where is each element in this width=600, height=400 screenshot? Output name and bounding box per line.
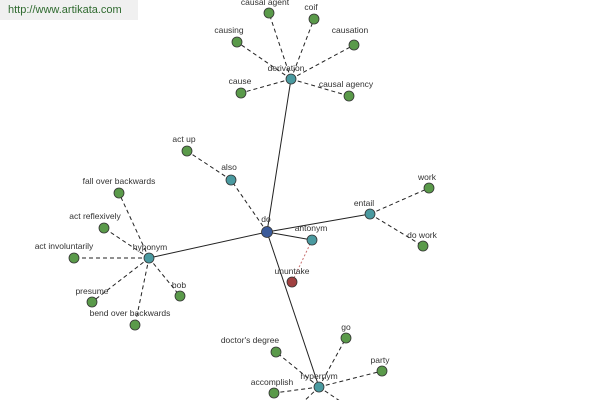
edge-also-act-up <box>186 150 232 181</box>
edge-hypernym-party <box>318 370 383 388</box>
edges <box>74 12 430 400</box>
edge-hyponym-act-reflexively <box>103 227 150 259</box>
edge-derivation-cause <box>240 78 292 94</box>
edge-derivation-causal-agent <box>268 12 292 80</box>
label-cause[interactable]: cause <box>229 76 252 86</box>
edge-do-entail <box>266 213 371 233</box>
node-also[interactable] <box>225 174 237 186</box>
label-bob[interactable]: bob <box>172 280 186 290</box>
node-do[interactable] <box>261 226 273 238</box>
node-hyponym[interactable] <box>143 252 155 264</box>
edge-derivation-causation <box>290 44 355 80</box>
edge-hypernym-hyp-extra2 <box>318 386 340 400</box>
label-party[interactable]: party <box>371 355 391 365</box>
edge-do-derivation <box>266 78 292 233</box>
label-go[interactable]: go <box>341 322 351 332</box>
node-causation[interactable] <box>348 39 360 51</box>
label-bend-over-backwards[interactable]: bend over backwards <box>90 308 171 318</box>
node-act-reflexively[interactable] <box>98 222 110 234</box>
edge-hyponym-fall-over-backwards <box>118 192 150 259</box>
edge-hypernym-doctors-degree <box>275 351 320 388</box>
nodes <box>68 7 435 399</box>
node-antonym[interactable] <box>306 234 318 246</box>
label-antonym[interactable]: antonym <box>295 223 328 233</box>
edge-derivation-causing <box>236 41 292 80</box>
node-causal-agent[interactable] <box>263 7 275 19</box>
node-hypernym[interactable] <box>313 381 325 393</box>
label-work[interactable]: work <box>417 172 437 182</box>
label-hypernym[interactable]: hypernym <box>300 371 337 381</box>
node-presume[interactable] <box>86 296 98 308</box>
node-causal-agency[interactable] <box>343 90 355 102</box>
label-act-involuntarily[interactable]: act involuntarily <box>35 241 94 251</box>
label-ununtake[interactable]: ununtake <box>275 266 310 276</box>
label-causal-agent[interactable]: causal agent <box>241 0 290 7</box>
label-hyponym[interactable]: hyponym <box>133 242 168 252</box>
watermark-url[interactable]: http://www.artikata.com <box>0 0 138 20</box>
edge-entail-work <box>369 187 430 215</box>
edge-hyponym-presume <box>91 257 150 303</box>
edge-hyponym-bend-over-backwards <box>134 257 150 326</box>
label-act-reflexively[interactable]: act reflexively <box>69 211 121 221</box>
label-coif[interactable]: coif <box>304 2 318 12</box>
label-also[interactable]: also <box>221 162 237 172</box>
node-do-work[interactable] <box>417 240 429 252</box>
labels: do derivation also entail hyponym antonym unun… <box>35 0 438 387</box>
label-derivation[interactable]: derivation <box>268 63 305 73</box>
node-party[interactable] <box>376 365 388 377</box>
node-fall-over-backwards[interactable] <box>113 187 125 199</box>
label-causation[interactable]: causation <box>332 25 369 35</box>
node-act-involuntarily[interactable] <box>68 252 80 264</box>
edge-hyponym-bob <box>148 257 181 297</box>
edge-do-hypernym <box>266 231 320 388</box>
node-go[interactable] <box>340 332 352 344</box>
edge-do-antonym <box>266 231 313 241</box>
label-presume[interactable]: presume <box>75 286 108 296</box>
label-do-work[interactable]: do work <box>407 230 438 240</box>
node-causing[interactable] <box>231 36 243 48</box>
edge-hypernym-go <box>318 337 347 388</box>
edge-hypernym-accomplish <box>273 386 320 394</box>
node-doctors-degree[interactable] <box>270 346 282 358</box>
node-bend-over-backwards[interactable] <box>129 319 141 331</box>
label-entail[interactable]: entail <box>354 198 374 208</box>
node-entail[interactable] <box>364 208 376 220</box>
edge-derivation-coif <box>290 18 315 80</box>
node-coif[interactable] <box>308 13 320 25</box>
label-fall-over-backwards[interactable]: fall over backwards <box>83 176 156 186</box>
node-derivation[interactable] <box>285 73 297 85</box>
label-accomplish[interactable]: accomplish <box>251 377 294 387</box>
label-causing[interactable]: causing <box>214 25 244 35</box>
node-bob[interactable] <box>174 290 186 302</box>
node-act-up[interactable] <box>181 145 193 157</box>
label-causal-agency[interactable]: causal agency <box>319 79 374 89</box>
label-doctors-degree[interactable]: doctor's degree <box>221 335 280 345</box>
label-do[interactable]: do <box>261 214 271 224</box>
edge-do-also <box>230 179 268 233</box>
node-work[interactable] <box>423 182 435 194</box>
node-ununtake[interactable] <box>286 276 298 288</box>
edge-do-hyponym <box>148 231 268 259</box>
edge-entail-do-work <box>369 213 424 247</box>
edge-derivation-causal-agency <box>290 78 350 97</box>
label-act-up[interactable]: act up <box>172 134 195 144</box>
node-accomplish[interactable] <box>268 387 280 399</box>
node-cause[interactable] <box>235 87 247 99</box>
